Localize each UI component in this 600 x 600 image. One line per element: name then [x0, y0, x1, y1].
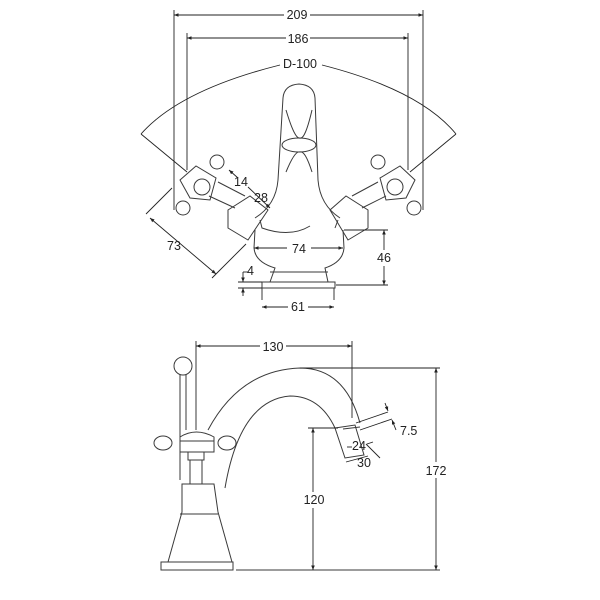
dimension-label-d100: D-100 [283, 57, 317, 71]
dimension-label-74: 74 [292, 242, 306, 256]
dimension-label-30: 30 [357, 456, 371, 470]
dimension-label-24: 24 [352, 439, 366, 453]
base-plate [261, 281, 336, 289]
spout-side [207, 367, 361, 489]
dimension-label-130: 130 [263, 340, 284, 354]
top-view: 209 186 D-100 [140, 8, 457, 314]
dimension-label-46: 46 [377, 251, 391, 265]
dimension-label-209: 209 [287, 8, 308, 22]
dimension-label-186: 186 [288, 32, 309, 46]
side-view: 130 172 120 7.5 24 30 [153, 340, 447, 571]
dimension-handle-length: 73 [145, 187, 247, 279]
dimension-handle-span: 186 [186, 32, 409, 170]
right-handle [329, 154, 422, 241]
dimension-label-14: 14 [234, 175, 248, 189]
dimension-rotation-arc: D-100 [140, 57, 457, 173]
bell-base [167, 483, 233, 563]
dimension-overall-width: 209 [173, 8, 424, 210]
dimension-label-61: 61 [291, 300, 305, 314]
left-handle [175, 154, 269, 241]
dimension-label-172: 172 [426, 464, 447, 478]
dimension-label-28: 28 [254, 191, 268, 205]
spout-front [253, 83, 345, 283]
dimension-label-7-5: 7.5 [400, 424, 417, 438]
dimension-label-73: 73 [167, 239, 181, 253]
dimension-label-120: 120 [304, 493, 325, 507]
lever-ball [173, 356, 193, 376]
dimension-label-4: 4 [247, 264, 254, 278]
